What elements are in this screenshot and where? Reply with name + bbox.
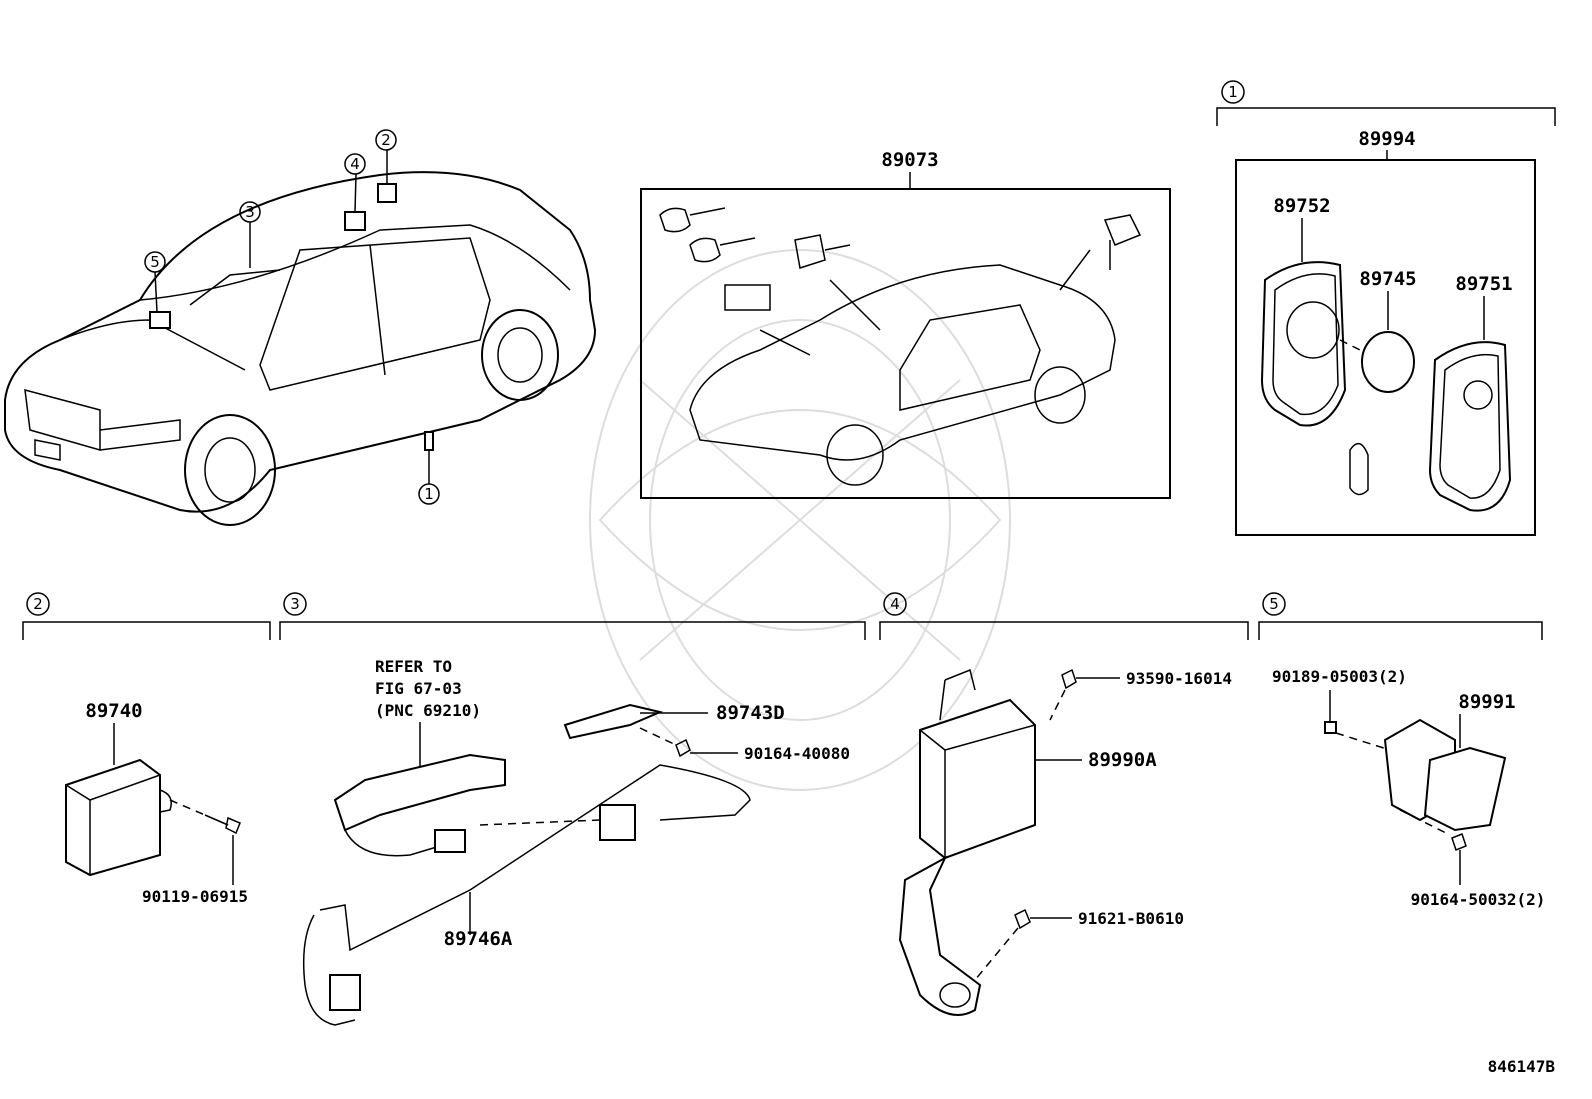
callout-5-roof: 5: [150, 253, 160, 271]
part-89990A: 89990A: [1088, 749, 1157, 771]
refer-note-line-3: (PNC 69210): [375, 701, 481, 720]
part-89745: 89745: [1359, 268, 1416, 290]
part-90119-06915: 90119-06915: [142, 887, 248, 906]
part-89751: 89751: [1455, 273, 1512, 295]
part-90189-05003: 90189-05003(2): [1272, 667, 1407, 686]
vehicle-callout-markers: 2 4 3 5 1: [144, 129, 440, 505]
key-set-box: 89073: [640, 149, 1171, 499]
part-89991: 89991: [1458, 691, 1515, 713]
callout-5-header: 5: [1269, 595, 1279, 613]
callout-2-roof: 2: [381, 131, 391, 149]
part-91621-B0610: 91621-B0610: [1078, 909, 1184, 928]
part-89740: 89740: [85, 700, 142, 722]
callout-4-roof: 4: [350, 155, 360, 173]
section-4: 4 93590-16014 89990A 91621-B0610: [879, 592, 1249, 1016]
refer-note-line-2: FIG 67-03: [375, 679, 462, 698]
part-90164-50032: 90164-50032(2): [1411, 890, 1546, 909]
callout-1-header: 1: [1228, 83, 1238, 101]
section-3: 3 REFER TO FIG 67-03 (PNC 69210) 89743D …: [279, 592, 866, 1026]
part-89743D: 89743D: [716, 702, 785, 724]
callout-1-door: 1: [424, 485, 434, 503]
part-89073: 89073: [881, 149, 938, 171]
part-89752: 89752: [1273, 195, 1330, 217]
callout-2-header: 2: [33, 595, 43, 613]
callout-3-header: 3: [290, 595, 300, 613]
section-5: 5 90189-05003(2) 89991 90164-50032(2): [1258, 592, 1546, 909]
part-89746A: 89746A: [444, 928, 513, 950]
refer-note-line-1: REFER TO: [375, 657, 452, 676]
callout-4-header: 4: [890, 595, 900, 613]
section-2: 2 89740 90119-06915: [22, 592, 271, 906]
vehicle-overview-illustration: [4, 150, 597, 526]
part-93590-16014: 93590-16014: [1126, 669, 1232, 688]
key-assembly-group: 1 89994 89752 89745 89751: [1216, 80, 1556, 536]
part-90164-40080: 90164-40080: [744, 744, 850, 763]
watermark-emblem: [589, 249, 1011, 791]
callout-3-roof: 3: [245, 203, 255, 221]
part-89994: 89994: [1358, 128, 1415, 150]
diagram-id: 846147B: [1488, 1057, 1556, 1076]
